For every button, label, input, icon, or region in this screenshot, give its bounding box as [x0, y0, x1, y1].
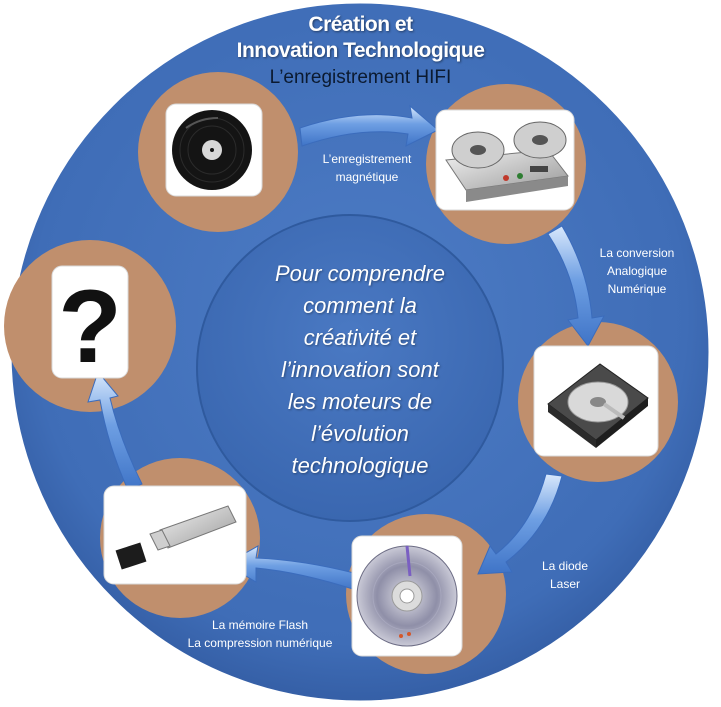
- label-laser-diode: La diode Laser: [520, 557, 610, 593]
- center-line: l’innovation sont: [225, 354, 495, 386]
- title-line-1: Création et: [0, 12, 721, 38]
- vinyl-tile: [166, 104, 262, 196]
- question-mark-icon: ?: [58, 269, 122, 385]
- reel-tile: [436, 110, 574, 210]
- center-line: créativité et: [225, 322, 495, 354]
- center-text: Pour comprendre comment la créativité et…: [225, 258, 495, 482]
- hdd-tile: [534, 346, 658, 456]
- label-magnetic-recording: L’enregistrement magnétique: [296, 150, 438, 186]
- label-analog-digital-conversion: La conversion Analogique Numérique: [582, 244, 692, 298]
- unknown-tile: ?: [52, 266, 128, 385]
- svg-text:?: ?: [58, 269, 122, 385]
- title-line-2: Innovation Technologique: [0, 38, 721, 64]
- subtitle: L’enregistrement HIFI: [0, 66, 721, 90]
- center-line: l’évolution: [225, 418, 495, 450]
- vinyl-record-icon: [172, 110, 252, 190]
- center-line: Pour comprendre: [225, 258, 495, 290]
- usb-tile: [104, 486, 246, 584]
- center-line: technologique: [225, 450, 495, 482]
- compact-disc-icon: [357, 546, 457, 646]
- center-line: les moteurs de: [225, 386, 495, 418]
- label-flash-memory: La mémoire Flash La compression numériqu…: [150, 616, 370, 652]
- center-line: comment la: [225, 290, 495, 322]
